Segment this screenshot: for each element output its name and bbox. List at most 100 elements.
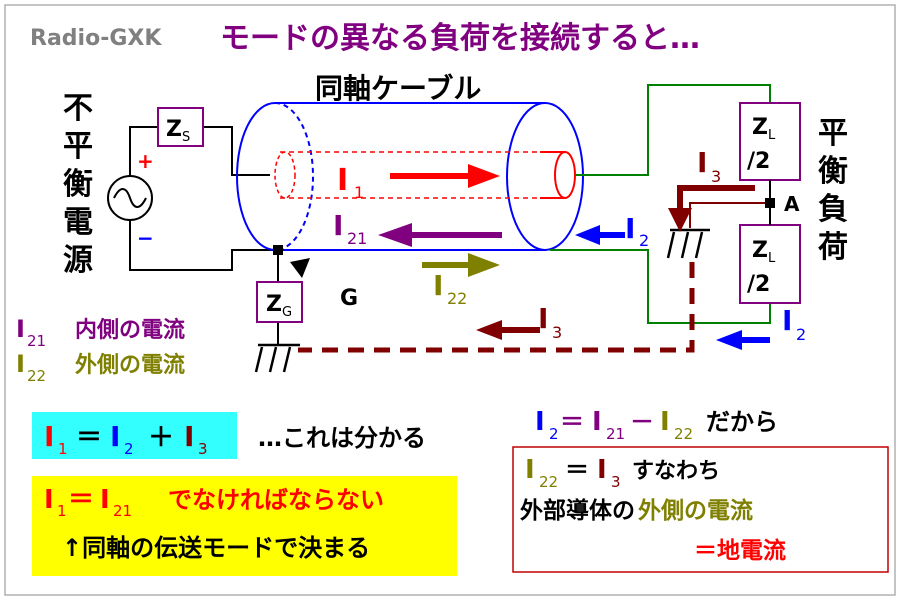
svg-text:/2: /2: [747, 272, 770, 297]
svg-text:I: I: [337, 163, 348, 198]
svg-text:I: I: [44, 485, 54, 515]
node-a: A: [666, 180, 800, 259]
svg-text:源: 源: [63, 243, 93, 278]
svg-text:3: 3: [611, 473, 621, 491]
brand-text: Radio-GXK: [30, 26, 162, 51]
svg-text:I: I: [110, 420, 120, 453]
i3-label-load: I 3: [697, 146, 721, 186]
svg-text:＋: ＋: [148, 423, 174, 453]
svg-text:Z: Z: [752, 115, 768, 140]
svg-text:I: I: [625, 212, 635, 245]
svg-text:Z: Z: [752, 238, 768, 263]
svg-text:平: 平: [818, 116, 848, 151]
load-label: 平 衡 負 荷: [818, 116, 848, 265]
svg-text:S: S: [182, 130, 190, 145]
svg-text:1: 1: [58, 440, 68, 458]
svg-text:3: 3: [552, 323, 562, 342]
svg-text:衡: 衡: [63, 167, 93, 202]
ground-impedance: Z G G: [254, 245, 358, 373]
box-ground-current: I 22 ＝ I 3 すなわち 外部導体の 外側の電流 ＝地電流: [512, 446, 889, 573]
zl-upper: Z L /2: [739, 102, 801, 181]
source-label: 不 平 衡 電 源: [63, 91, 93, 278]
svg-text:I: I: [535, 407, 545, 437]
ac-source: + −: [107, 149, 154, 250]
svg-text:－: －: [630, 408, 654, 436]
svg-text:3: 3: [711, 167, 721, 186]
i3-ground-path: [298, 262, 695, 353]
i2-label-lower: I 2: [782, 304, 806, 344]
i3-label-cable: I 3: [538, 302, 562, 342]
svg-text:/2: /2: [747, 149, 770, 174]
svg-text:↑同軸の伝送モードで決まる: ↑同軸の伝送モードで決まる: [62, 534, 370, 562]
svg-text:I: I: [100, 485, 110, 515]
i1-arrow: [390, 164, 500, 188]
i22-arrow: [422, 253, 500, 277]
svg-text:外側の電流: 外側の電流: [75, 352, 185, 378]
svg-text:1: 1: [57, 502, 67, 520]
svg-text:I: I: [16, 350, 25, 378]
svg-text:平: 平: [63, 129, 93, 164]
svg-text:電: 電: [63, 205, 93, 240]
svg-text:2: 2: [796, 325, 806, 344]
svg-text:＝: ＝: [76, 423, 102, 453]
legend-i22: I 22 外側の電流: [16, 350, 185, 385]
svg-text:G: G: [282, 305, 292, 320]
svg-text:I: I: [184, 420, 194, 453]
i21-label: I 21: [333, 209, 367, 248]
svg-text:＝地電流: ＝地電流: [694, 537, 786, 564]
source-plus: +: [137, 149, 154, 173]
svg-text:I: I: [44, 420, 54, 453]
svg-text:外側の電流: 外側の電流: [638, 497, 753, 524]
box1-note: …これは分かる: [258, 424, 426, 452]
svg-text:I: I: [782, 304, 792, 337]
svg-text:22: 22: [539, 473, 558, 491]
source-wiring: [129, 126, 279, 345]
load-wiring: [550, 84, 771, 324]
svg-text:内側の電流: 内側の電流: [75, 317, 185, 343]
i2-arrow-upper: [575, 225, 625, 245]
svg-text:＝: ＝: [68, 485, 94, 515]
i2-arrow-lower: [716, 330, 770, 350]
svg-text:荷: 荷: [818, 230, 848, 265]
svg-text:I: I: [433, 269, 443, 302]
svg-text:＝: ＝: [560, 408, 584, 436]
svg-text:22: 22: [674, 425, 693, 443]
i3-arrow-load: [668, 185, 755, 232]
svg-text:Z: Z: [166, 117, 182, 142]
svg-text:I: I: [597, 455, 607, 485]
svg-text:1: 1: [354, 183, 364, 202]
zl-lower: Z L /2: [739, 224, 801, 304]
legend-i21: I 21 内側の電流: [16, 315, 185, 350]
svg-text:A: A: [784, 192, 800, 216]
svg-text:2: 2: [639, 231, 649, 250]
svg-text:2: 2: [124, 440, 134, 458]
box-transmission-mode: I 1 ＝ I 21 でなければならない ↑同軸の伝送モードで決まる: [32, 476, 457, 576]
svg-text:I: I: [660, 407, 670, 437]
title-text: モードの異なる負荷を接続すると…: [220, 21, 700, 56]
svg-text:21: 21: [606, 425, 625, 443]
svg-text:でなければならない: でなければならない: [168, 486, 384, 514]
i22-label: I 22: [433, 269, 467, 308]
svg-text:L: L: [768, 251, 776, 266]
svg-text:21: 21: [27, 332, 46, 350]
svg-text:21: 21: [347, 229, 367, 248]
svg-text:I: I: [592, 407, 602, 437]
svg-text:2: 2: [549, 425, 559, 443]
svg-text:22: 22: [27, 367, 46, 385]
svg-text:I: I: [16, 315, 25, 343]
svg-text:L: L: [768, 128, 776, 143]
svg-text:3: 3: [198, 440, 208, 458]
svg-text:22: 22: [447, 289, 467, 308]
svg-text:負: 負: [818, 192, 848, 227]
svg-text:すなわち: すなわち: [632, 459, 720, 484]
svg-text:I: I: [697, 146, 707, 179]
cable-label: 同軸ケーブル: [315, 72, 481, 105]
svg-text:I: I: [525, 455, 535, 485]
i1-label: I 1: [337, 163, 364, 202]
i2-label-upper: I 2: [625, 212, 649, 250]
svg-text:不: 不: [63, 91, 93, 126]
svg-text:21: 21: [113, 502, 132, 520]
svg-text:外部導体の: 外部導体の: [520, 497, 635, 524]
svg-text:＝: ＝: [565, 456, 589, 484]
